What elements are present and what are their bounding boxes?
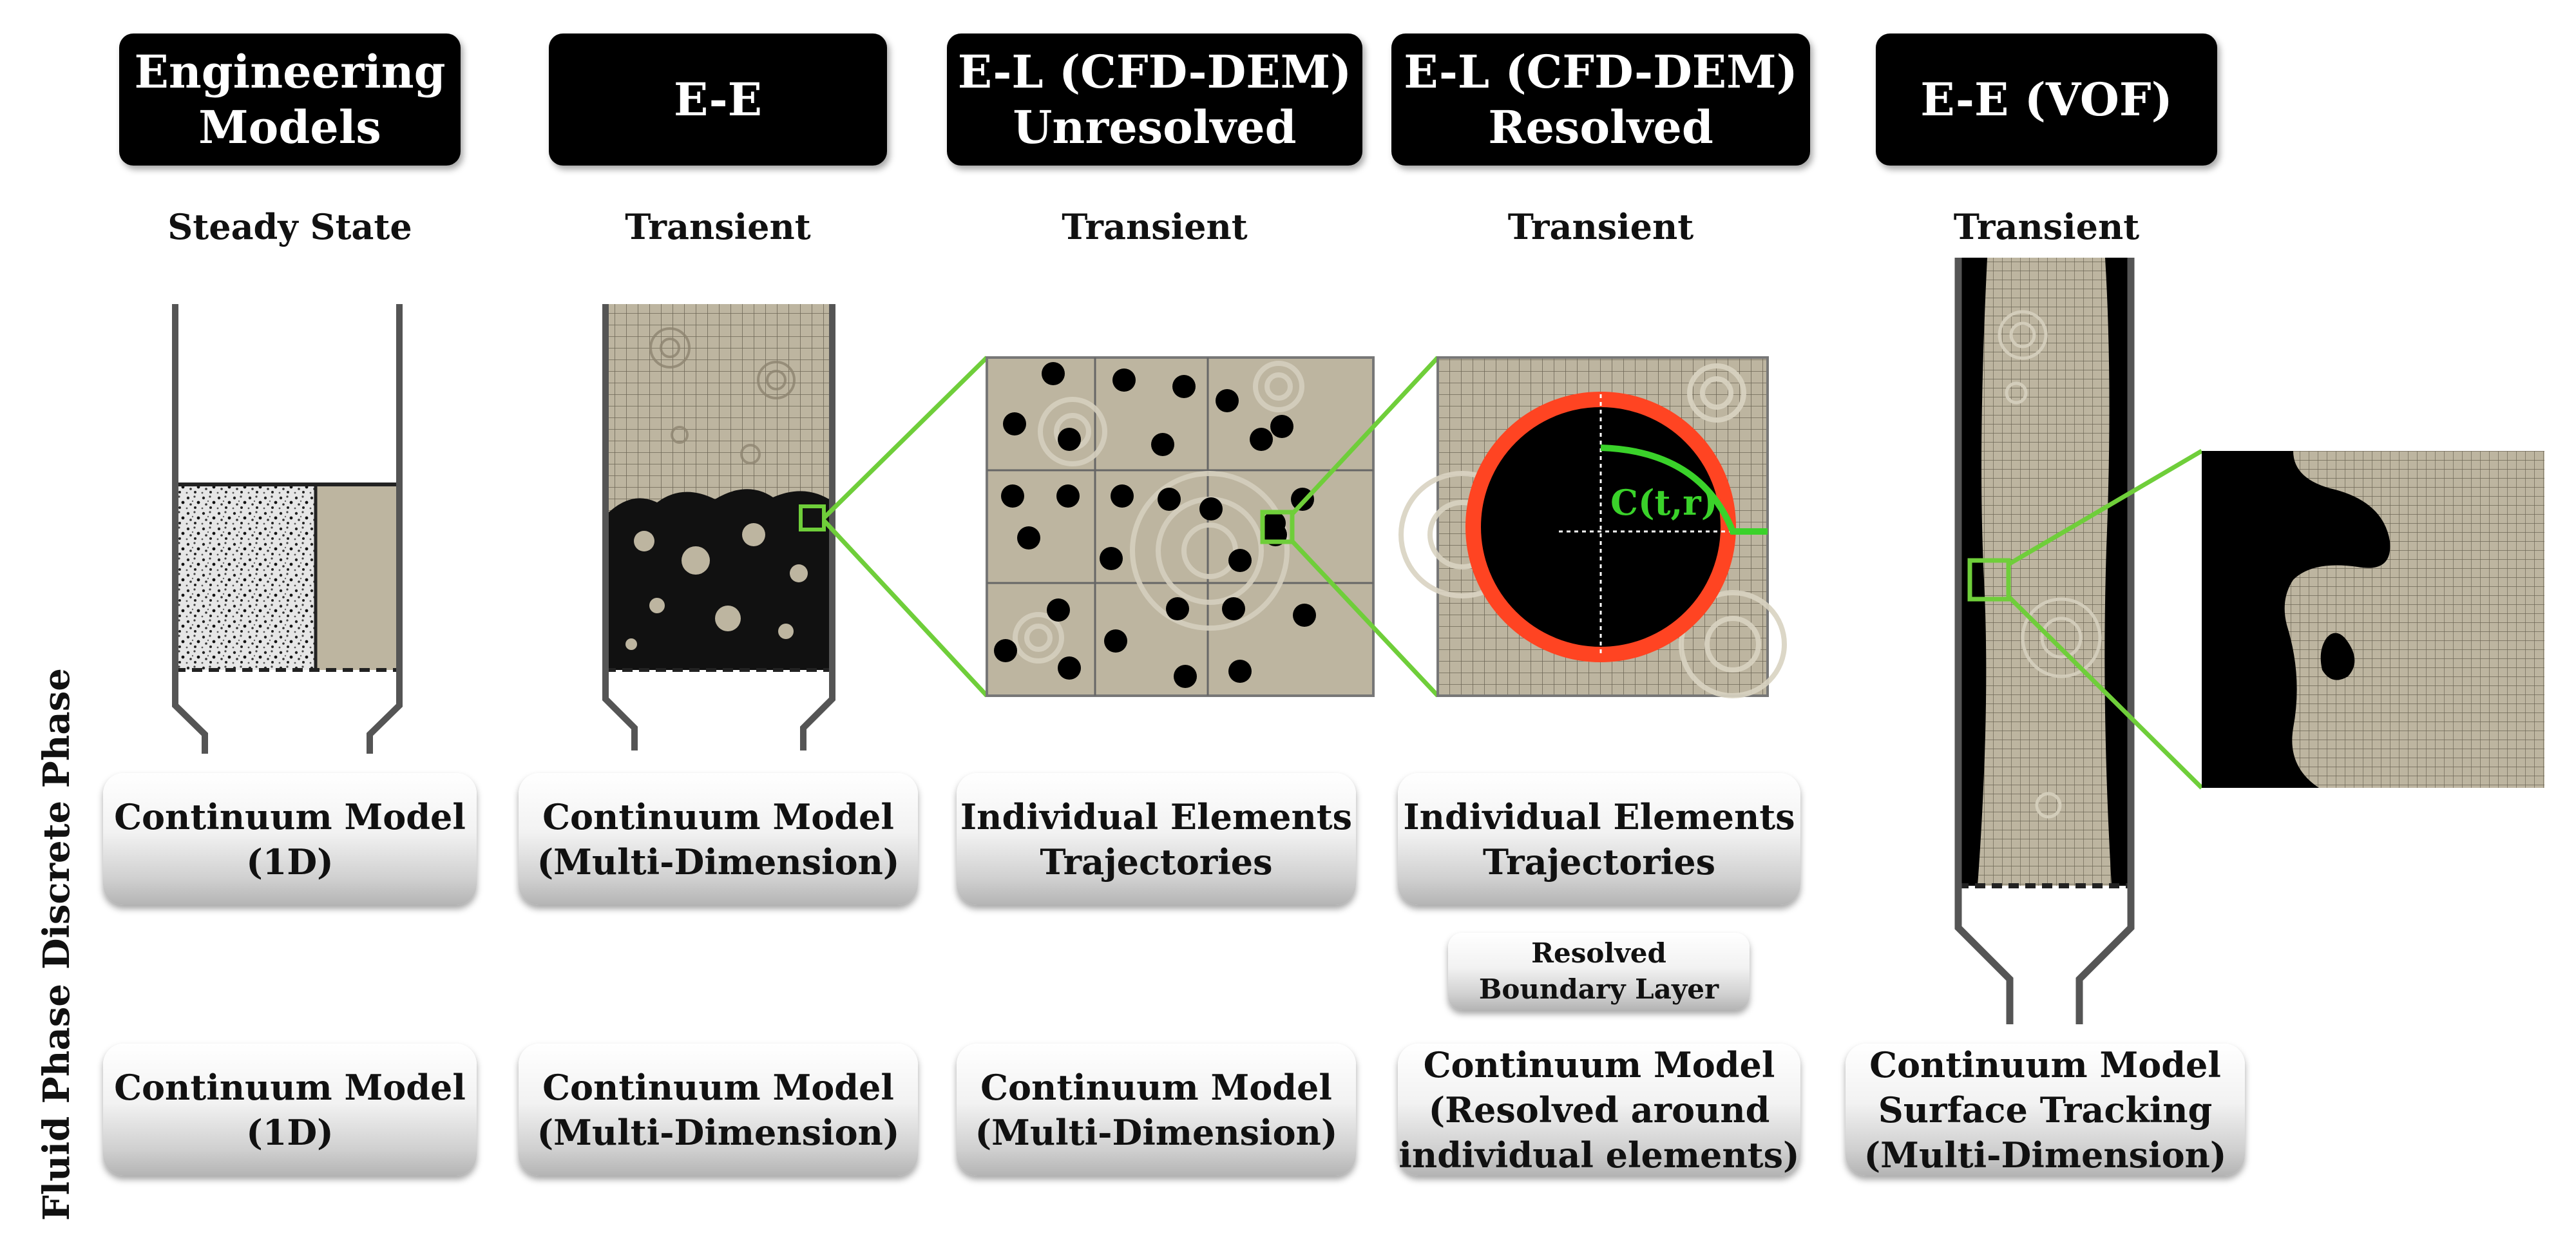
pill-line: Boundary Layer — [1478, 973, 1719, 1005]
pill-line: Continuum Model — [1869, 1044, 2221, 1085]
discrete-model-engineering: Continuum Model(1D) — [103, 773, 477, 905]
header-line: Models — [198, 100, 381, 154]
header-line: Engineering — [134, 44, 446, 99]
pill-line: Individual Elements — [1403, 796, 1795, 837]
concentration-label: C(t,r) — [1610, 482, 1718, 523]
packed-bed — [175, 484, 316, 670]
row-label-discrete: Discrete Phase — [35, 668, 78, 970]
vof-interface-inset — [2202, 451, 2544, 788]
header-line: E-L (CFD-DEM) — [1404, 44, 1798, 99]
resolved-particle — [1398, 356, 1787, 698]
concentration-curve — [1600, 444, 1768, 535]
header-el-resolved: E-L (CFD-DEM)Resolved — [1391, 33, 1810, 166]
header-line: E-L (CFD-DEM) — [957, 44, 1352, 99]
header-line: E-E — [673, 72, 763, 126]
fluid-model-el-unresolved: Continuum Model(Multi-Dimension) — [957, 1044, 1356, 1176]
fluid-model-engineering: Continuum Model(1D) — [103, 1044, 477, 1176]
pill-line: (Multi-Dimension) — [537, 1111, 900, 1153]
vof-vessel — [1954, 258, 2135, 1024]
pill-line: Continuum Model — [114, 1066, 466, 1108]
pill-line: (Multi-Dimension) — [537, 841, 900, 883]
discrete-model-e-e: Continuum Model(Multi-Dimension) — [519, 773, 918, 905]
zoom-lines — [822, 356, 989, 698]
header-el-unresolved: E-L (CFD-DEM)Unresolved — [947, 33, 1362, 166]
pill-line: Trajectories — [1482, 841, 1716, 883]
pill-line: Individual Elements — [960, 796, 1353, 837]
e-e-vessel — [602, 304, 835, 750]
pill-line: Continuum Model — [542, 796, 894, 837]
header-e-e-vof: E-E (VOF) — [1876, 33, 2217, 166]
pill-line: Continuum Model — [542, 1066, 894, 1108]
regime-label: Steady State — [167, 206, 412, 247]
fluid-model-e-e: Continuum Model(Multi-Dimension) — [519, 1044, 918, 1176]
header-e-e: E-E — [549, 33, 887, 166]
zoom-lines — [2007, 448, 2204, 790]
pill-line: (Multi-Dimension) — [975, 1111, 1338, 1153]
header-line: Resolved — [1488, 100, 1713, 154]
pill-line: Surface Tracking — [1878, 1089, 2213, 1131]
pill-line: (Resolved around — [1428, 1089, 1770, 1131]
pill-line: Continuum Model — [114, 796, 466, 837]
pill-line: Trajectories — [1040, 841, 1273, 883]
regime-label: Transient — [1062, 206, 1248, 247]
engineering-vessel — [172, 304, 403, 754]
regime-label: Transient — [1507, 206, 1694, 247]
regime-label: Transient — [1953, 206, 2140, 247]
header-line: Unresolved — [1013, 100, 1297, 154]
pill-line: Continuum Model — [980, 1066, 1332, 1108]
regime-label: Transient — [625, 206, 811, 247]
unresolved-cells — [986, 356, 1375, 697]
pill-line: Resolved — [1531, 937, 1666, 969]
header-line: E-E (VOF) — [1920, 72, 2173, 126]
row-label-fluid: Fluid Phase — [35, 984, 78, 1221]
pill-line: (1D) — [246, 1111, 334, 1153]
pill-line: (Multi-Dimension) — [1864, 1134, 2227, 1176]
fluid-region — [316, 484, 399, 670]
pill-line: Continuum Model — [1423, 1044, 1775, 1085]
pill-line: (1D) — [246, 841, 334, 883]
zoom-lines — [1289, 356, 1440, 698]
pill-line: individual elements) — [1398, 1134, 1800, 1176]
